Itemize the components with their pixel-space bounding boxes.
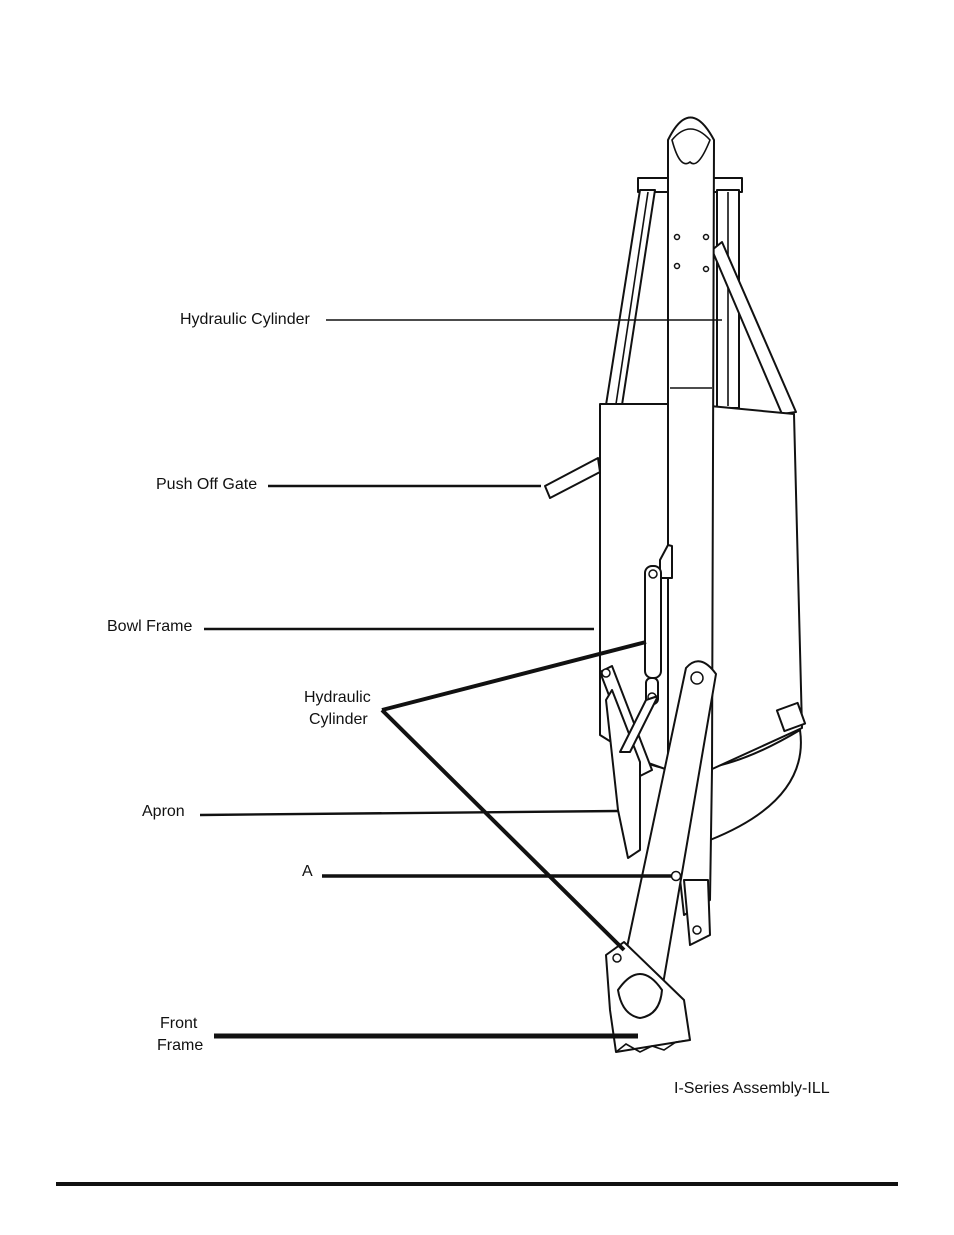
lower-hydraulic-cylinder — [645, 566, 661, 678]
label-front-frame-1: Front — [160, 1015, 198, 1032]
label-hydraulic-cylinder-top: Hydraulic Cylinder — [180, 311, 310, 328]
point-a-pin — [672, 872, 681, 881]
label-hydraulic-cylinder-lower-1: Hydraulic — [304, 689, 371, 706]
label-hydraulic-cylinder-lower-2: Cylinder — [309, 711, 368, 728]
push-off-gate-bar — [545, 458, 600, 498]
leader-apron — [200, 811, 618, 815]
leader-hydraulic-cylinder-lower-b — [382, 710, 624, 950]
label-bowl-frame: Bowl Frame — [107, 618, 192, 635]
label-push-off-gate: Push Off Gate — [156, 476, 257, 493]
left-upright — [606, 190, 655, 405]
figure-caption: I-Series Assembly-ILL — [674, 1080, 830, 1097]
label-front-frame-2: Frame — [157, 1037, 203, 1054]
boom-bolt-hole — [675, 264, 680, 269]
label-apron: Apron — [142, 803, 185, 820]
boom-bolt-hole — [704, 235, 709, 240]
callout-labels: Hydraulic Cylinder Push Off Gate Bowl Fr… — [107, 311, 371, 1054]
lower-right-link — [684, 880, 710, 945]
boom-bolt-hole — [675, 235, 680, 240]
boom-bolt-hole — [704, 267, 709, 272]
label-point-a: A — [302, 863, 313, 880]
